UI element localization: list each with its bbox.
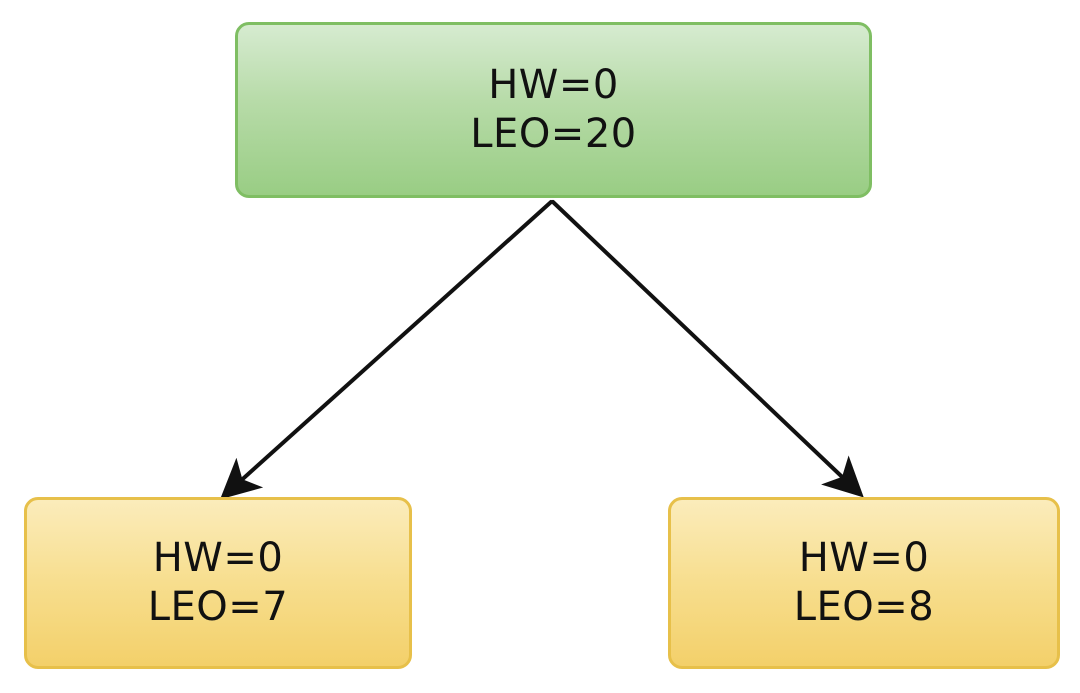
edge-leader-to-follower-1 xyxy=(220,200,553,500)
follower-node-2: HW=0 LEO=8 xyxy=(668,497,1060,669)
follower-node-1: HW=0 LEO=7 xyxy=(24,497,412,669)
leader-leo-label: LEO=20 xyxy=(470,111,637,157)
edge-leader-to-follower-2 xyxy=(551,200,864,498)
follower-2-hw-label: HW=0 xyxy=(798,535,930,582)
leader-node: HW=0 LEO=20 xyxy=(235,22,872,198)
follower-2-leo-label: LEO=8 xyxy=(793,584,935,630)
follower-1-hw-label: HW=0 xyxy=(152,535,284,582)
leader-hw-label: HW=0 xyxy=(488,62,619,109)
follower-1-leo-label: LEO=7 xyxy=(147,584,289,630)
